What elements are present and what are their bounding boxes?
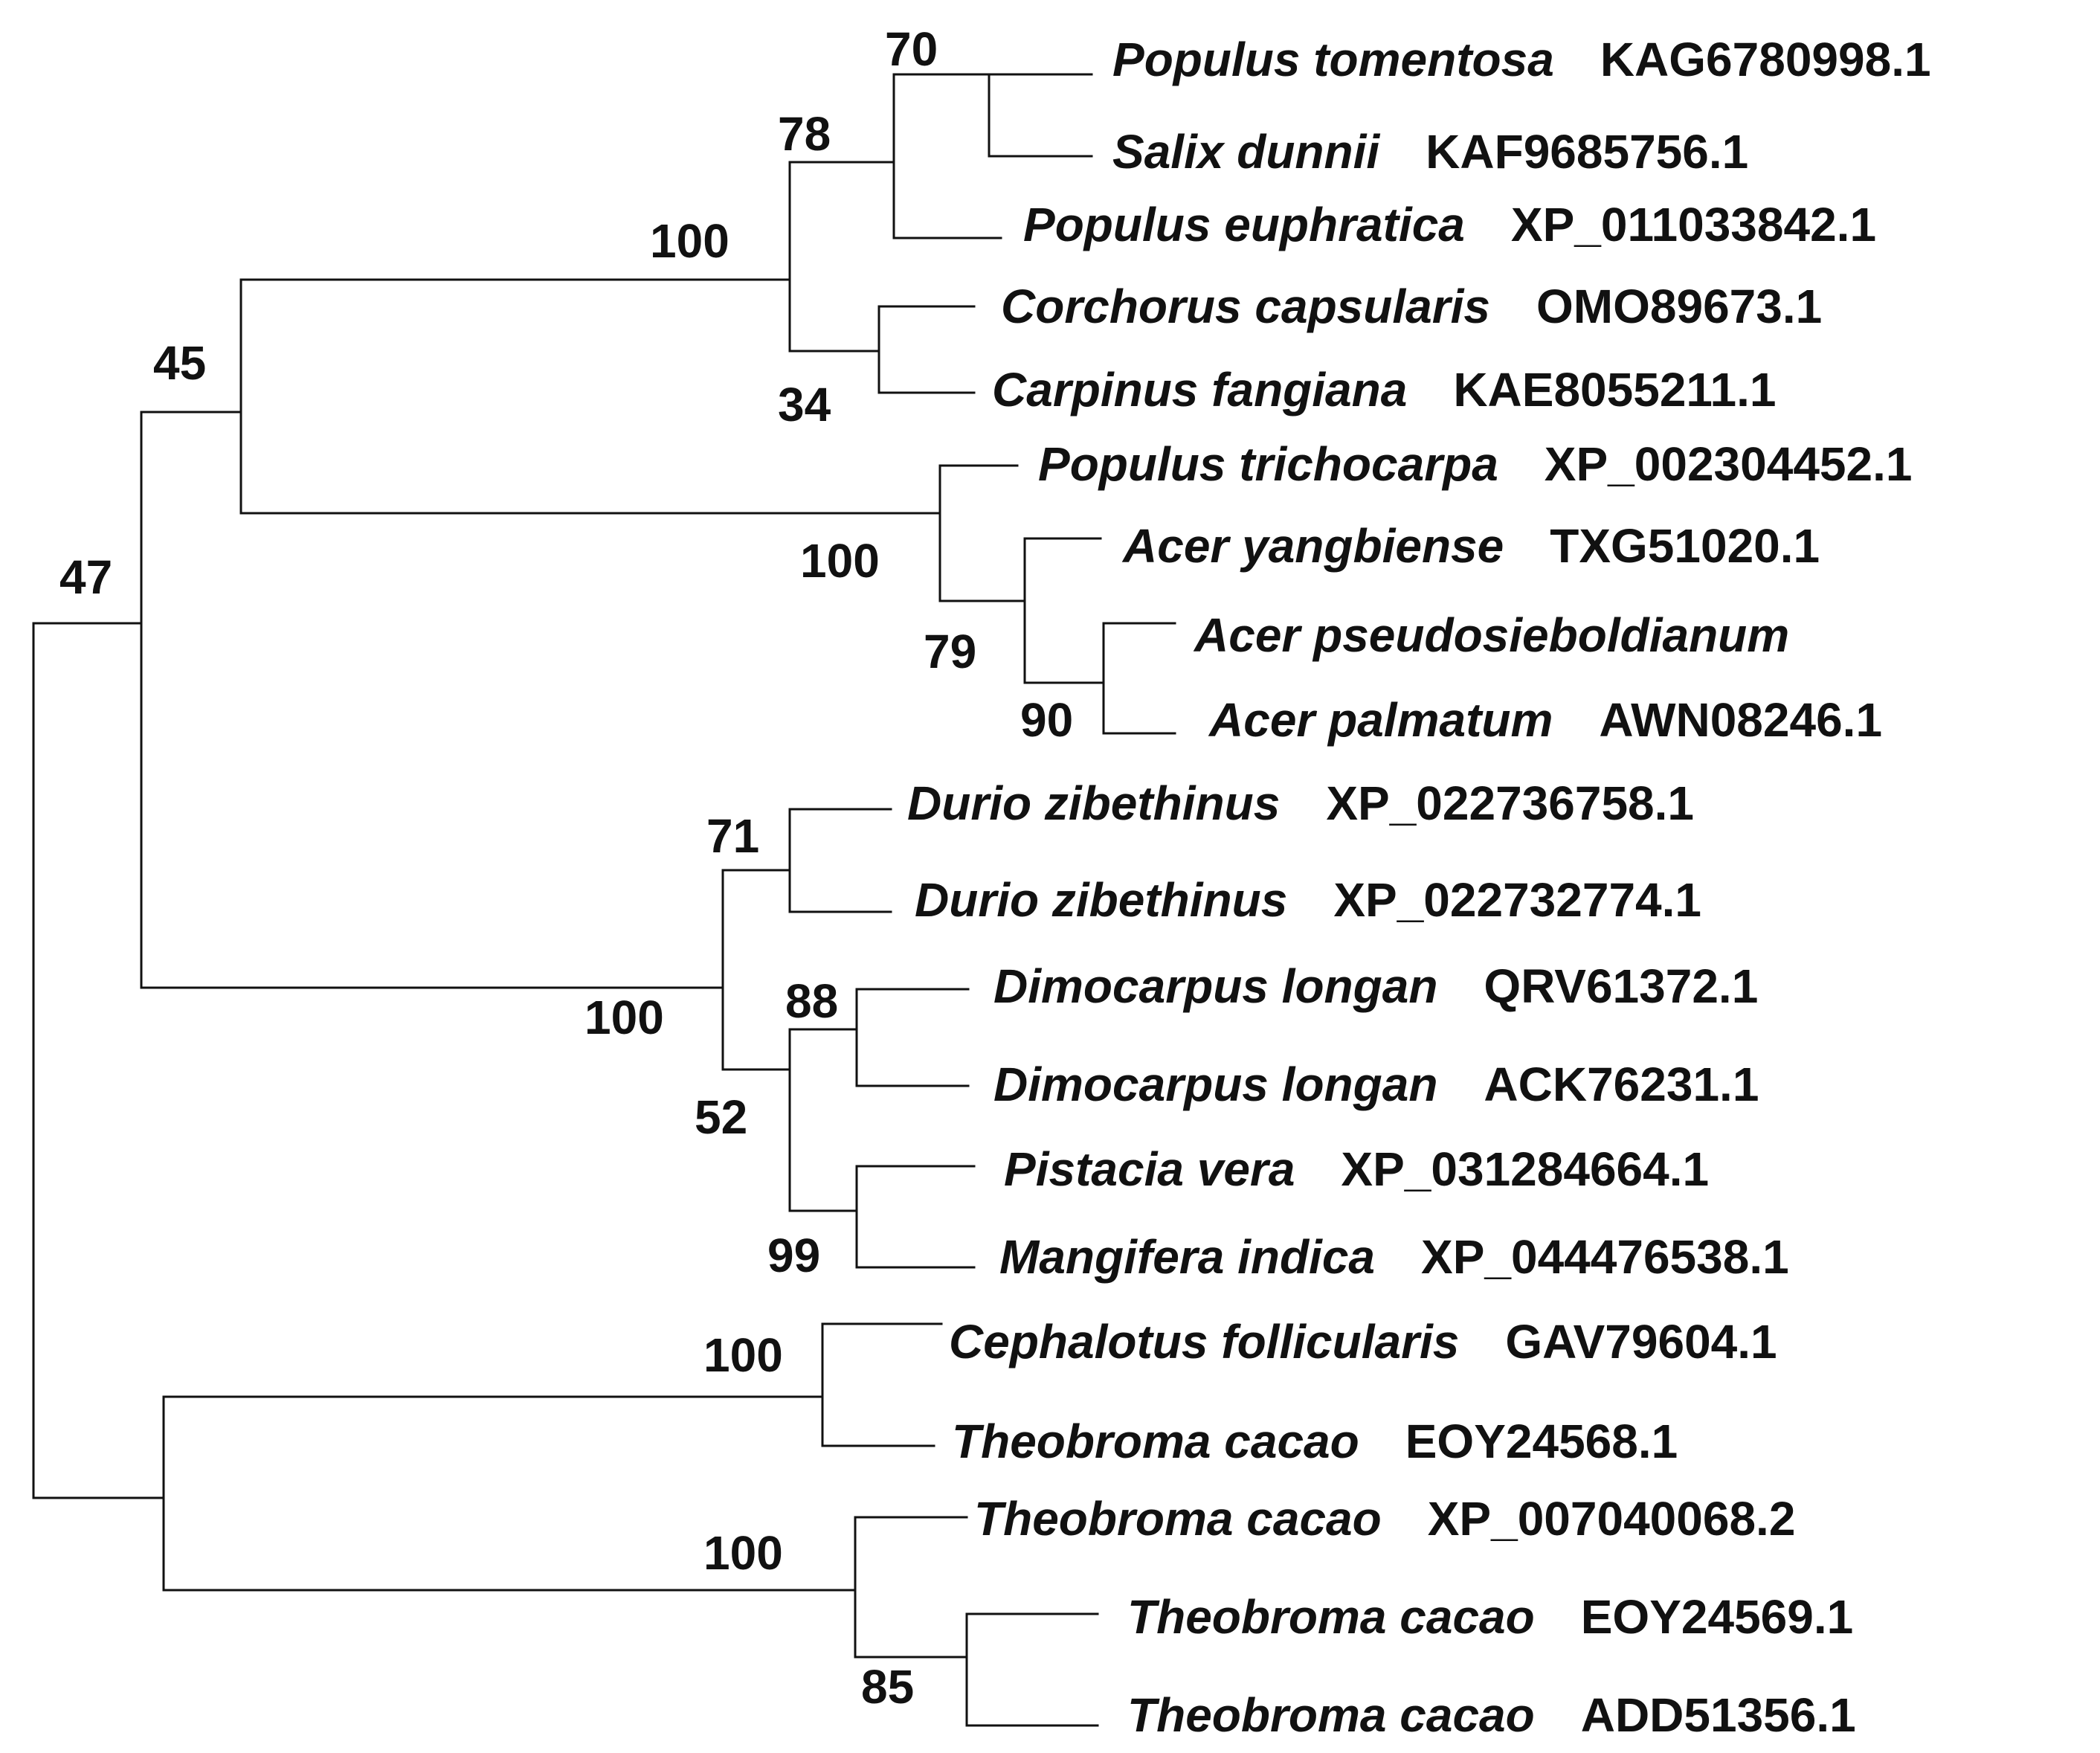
- accession-id: ACK76231.1: [1484, 1058, 1759, 1111]
- species-name: Carpinus fangiana: [992, 363, 1407, 416]
- leaf-label: Acer yangbiense TXG51020.1: [1121, 519, 1820, 573]
- bootstrap-value: 34: [778, 378, 831, 431]
- leaf-label: Acer pseudosieboldianum: [1193, 608, 1789, 662]
- leaf-labels: Populus tomentosa KAG6780998.1 Salix dunn…: [907, 33, 1931, 1742]
- leaf-label: Mangifera indica XP_044476538.1: [999, 1230, 1789, 1284]
- accession-id: XP_022736758.1: [1326, 776, 1694, 830]
- leaf-label: Cephalotus follicularis GAV79604.1: [949, 1315, 1777, 1368]
- bootstrap-value: 100: [703, 1328, 783, 1382]
- accession-id: OMO89673.1: [1536, 280, 1822, 333]
- bootstrap-value: 71: [706, 809, 759, 863]
- species-name: Populus tomentosa: [1112, 33, 1554, 86]
- leaf-label: Dimocarpus longan QRV61372.1: [993, 959, 1758, 1013]
- accession-id: EOY24569.1: [1581, 1590, 1854, 1644]
- accession-id: ADD51356.1: [1581, 1688, 1856, 1742]
- species-name: Pistacia vera: [1004, 1142, 1295, 1196]
- leaf-label: Durio zibethinus XP_022736758.1: [907, 776, 1694, 830]
- leaf-label: Theobroma cacao EOY24568.1: [952, 1415, 1678, 1468]
- accession-id: KAE8055211.1: [1453, 363, 1776, 416]
- species-name: Durio zibethinus: [915, 873, 1287, 927]
- leaf-label: Populus euphratica XP_011033842.1: [1023, 198, 1876, 251]
- species-name: Dimocarpus longan: [993, 959, 1437, 1013]
- tree-branches: [32, 73, 1176, 1727]
- leaf-label: Theobroma cacao ADD51356.1: [1127, 1688, 1856, 1742]
- leaf-label: Theobroma cacao XP_007040068.2: [974, 1492, 1795, 1545]
- accession-id: KAG6780998.1: [1600, 33, 1931, 86]
- species-name: Durio zibethinus: [907, 776, 1280, 830]
- species-name: Acer pseudosieboldianum: [1193, 608, 1789, 662]
- leaf-label: Dimocarpus longan ACK76231.1: [993, 1058, 1759, 1111]
- bootstrap-value: 70: [885, 22, 938, 76]
- leaf-label: Salix dunnii KAF9685756.1: [1112, 125, 1748, 178]
- leaf-label: Pistacia vera XP_031284664.1: [1004, 1142, 1709, 1196]
- species-name: Populus trichocarpa: [1038, 437, 1498, 491]
- species-name: Populus euphratica: [1023, 198, 1465, 251]
- accession-id: XP_044476538.1: [1421, 1230, 1789, 1284]
- bootstrap-value: 100: [650, 214, 729, 268]
- accession-id: XP_007040068.2: [1428, 1492, 1796, 1545]
- bootstrap-value: 45: [153, 336, 206, 390]
- accession-id: XP_011033842.1: [1511, 198, 1876, 251]
- bootstrap-value: 90: [1020, 693, 1073, 747]
- bootstrap-value: 78: [778, 107, 831, 161]
- accession-id: KAF9685756.1: [1426, 125, 1748, 178]
- species-name: Theobroma cacao: [1127, 1688, 1535, 1742]
- bootstrap-value: 100: [703, 1526, 783, 1580]
- accession-id: XP_031284664.1: [1341, 1142, 1709, 1196]
- leaf-label: Acer palmatum AWN08246.1: [1208, 693, 1882, 747]
- accession-id: AWN08246.1: [1599, 693, 1882, 747]
- bootstrap-values: 47 45 100 78 70 34 100 79 90 100 71 52 8…: [59, 22, 1073, 1714]
- species-name: Acer yangbiense: [1121, 519, 1504, 573]
- leaf-label: Durio zibethinus XP_022732774.1: [915, 873, 1701, 927]
- species-name: Theobroma cacao: [952, 1415, 1359, 1468]
- bootstrap-value: 100: [800, 534, 880, 588]
- species-name: Salix dunnii: [1112, 125, 1380, 178]
- bootstrap-value: 52: [695, 1090, 747, 1144]
- species-name: Acer palmatum: [1208, 693, 1553, 747]
- species-name: Corchorus capsularis: [1001, 280, 1490, 333]
- bootstrap-value: 79: [924, 625, 976, 678]
- bootstrap-value: 88: [785, 974, 838, 1028]
- leaf-label: Carpinus fangiana KAE8055211.1: [992, 363, 1776, 416]
- species-name: Theobroma cacao: [1127, 1590, 1535, 1644]
- bootstrap-value: 85: [861, 1660, 914, 1714]
- species-name: Cephalotus follicularis: [949, 1315, 1459, 1368]
- leaf-label: Populus tomentosa KAG6780998.1: [1112, 33, 1931, 86]
- accession-id: TXG51020.1: [1550, 519, 1820, 573]
- bootstrap-value: 100: [584, 991, 664, 1044]
- species-name: Theobroma cacao: [974, 1492, 1382, 1545]
- accession-id: GAV79604.1: [1505, 1315, 1777, 1368]
- accession-id: EOY24568.1: [1405, 1415, 1678, 1468]
- leaf-label: Corchorus capsularis OMO89673.1: [1001, 280, 1822, 333]
- species-name: Mangifera indica: [999, 1230, 1375, 1284]
- leaf-label: Populus trichocarpa XP_002304452.1: [1038, 437, 1912, 491]
- accession-id: QRV61372.1: [1484, 959, 1758, 1013]
- species-name: Dimocarpus longan: [993, 1058, 1437, 1111]
- accession-id: XP_022732774.1: [1333, 873, 1701, 927]
- bootstrap-value: 47: [59, 550, 112, 604]
- bootstrap-value: 99: [767, 1229, 820, 1282]
- leaf-label: Theobroma cacao EOY24569.1: [1127, 1590, 1853, 1644]
- accession-id: XP_002304452.1: [1545, 437, 1913, 491]
